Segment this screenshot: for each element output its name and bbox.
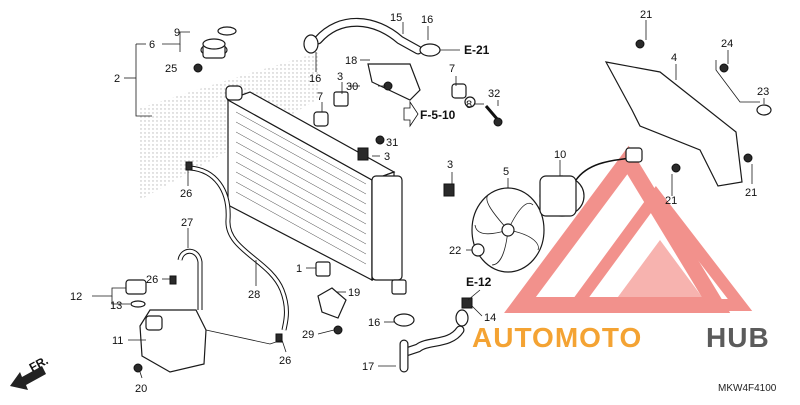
- brand-part2: HUB: [706, 322, 770, 353]
- clip-26[interactable]: [169, 275, 177, 285]
- o-ring[interactable]: [217, 26, 237, 36]
- part-label: 9: [174, 27, 180, 39]
- part-label: 5: [503, 166, 509, 178]
- part-label: 26: [180, 188, 192, 200]
- part-number-labels: 21 15 16 9 6 25 2 16 18 3 30 7 7 8 32 31…: [70, 9, 769, 395]
- siphon-hose-27[interactable]: [177, 248, 203, 310]
- part-label: 3: [447, 159, 453, 171]
- clip-26[interactable]: [275, 333, 283, 343]
- part-label: 13: [110, 300, 122, 312]
- radiator-cap[interactable]: [200, 38, 228, 59]
- part-label: 21: [640, 9, 652, 21]
- reference-e21: E-21: [464, 43, 490, 57]
- bolt-20[interactable]: [133, 363, 143, 373]
- part-label: 28: [248, 289, 260, 301]
- part-label: 11: [112, 335, 123, 347]
- rubber-mount[interactable]: [313, 111, 329, 127]
- bolt-29[interactable]: [333, 325, 343, 335]
- part-label: 23: [757, 86, 769, 98]
- bolt-32[interactable]: [484, 105, 503, 127]
- part-label: 7: [317, 91, 323, 103]
- automotohub-logo-mark: [504, 145, 753, 313]
- part-label: 14: [484, 312, 496, 324]
- part-label: 17: [362, 361, 374, 373]
- o-ring-13[interactable]: [130, 300, 146, 308]
- stay-19[interactable]: [317, 287, 347, 319]
- reference-e12: E-12: [466, 275, 492, 289]
- front-direction-arrow: [10, 366, 46, 390]
- reserve-tank[interactable]: [139, 309, 207, 373]
- part-label: 4: [671, 52, 677, 64]
- reserve-tank-cap[interactable]: [125, 279, 147, 295]
- bolt-25[interactable]: [193, 63, 203, 73]
- part-label: 31: [386, 137, 398, 149]
- leader-lines: [92, 20, 765, 379]
- hose-clamp[interactable]: [393, 313, 415, 327]
- part-label: 16: [309, 73, 321, 85]
- reference-f510: F-5-10: [420, 108, 456, 122]
- part-label: 15: [390, 12, 402, 24]
- part-label: 26: [146, 274, 158, 286]
- bracket-18[interactable]: [367, 63, 421, 101]
- overflow-hose[interactable]: [189, 165, 289, 331]
- bolt-21[interactable]: [671, 163, 681, 173]
- part-label: 22: [449, 245, 461, 257]
- section-references: E-21 F-5-10 E-12: [420, 43, 492, 289]
- rubber-1[interactable]: [315, 261, 331, 277]
- clip-3[interactable]: [357, 147, 369, 161]
- part-label: 25: [165, 63, 177, 75]
- part-label: 24: [721, 38, 733, 50]
- part-label: 32: [488, 88, 500, 100]
- clip-3[interactable]: [443, 183, 455, 197]
- part-label: 16: [368, 317, 380, 329]
- automotohub-wordmark: AUTOMOTO HUB: [472, 322, 770, 353]
- part-label: 21: [745, 187, 757, 199]
- fan-shroud[interactable]: [604, 61, 743, 187]
- nut-22[interactable]: [471, 243, 485, 257]
- cooling-fan[interactable]: [471, 187, 545, 273]
- part-label: 27: [181, 217, 193, 229]
- lower-radiator-hose[interactable]: [399, 325, 465, 373]
- hose-clamp[interactable]: [419, 43, 441, 57]
- collar[interactable]: [464, 96, 476, 108]
- reference-arrow: [403, 100, 419, 128]
- part-label: 18: [345, 55, 357, 67]
- hose-clamp[interactable]: [303, 34, 319, 54]
- part-label: 30: [346, 81, 358, 93]
- front-label: FR.: [27, 353, 51, 374]
- part-label: 29: [302, 329, 314, 341]
- bolt-21[interactable]: [743, 153, 753, 163]
- part-label: 21: [665, 195, 677, 207]
- diagram-code: MKW4F4100: [718, 383, 777, 394]
- radiator-core[interactable]: [226, 91, 407, 295]
- hose-clamp[interactable]: [455, 309, 469, 327]
- part-label: 19: [348, 287, 360, 299]
- fan-motor[interactable]: [539, 147, 643, 217]
- bolt-21[interactable]: [635, 39, 645, 49]
- part-label: 16: [421, 14, 433, 26]
- part-label: 7: [449, 63, 455, 75]
- rubber-mount[interactable]: [451, 83, 467, 99]
- part-label: 20: [135, 383, 147, 395]
- part-label: 26: [279, 355, 291, 367]
- rubber-mount[interactable]: [333, 91, 349, 107]
- part-label: 10: [554, 149, 566, 161]
- part-label: 8: [466, 99, 472, 111]
- clip-14[interactable]: [461, 297, 473, 309]
- part-label: 3: [384, 151, 390, 163]
- part-label: 6: [149, 39, 155, 51]
- bolt-24[interactable]: [719, 63, 729, 73]
- upper-radiator-hose[interactable]: [313, 17, 423, 55]
- part-label: 12: [70, 291, 82, 303]
- filler-neck[interactable]: [225, 85, 243, 101]
- brand-part1: AUTOMOTO: [472, 322, 642, 353]
- bolt-31[interactable]: [375, 135, 385, 145]
- part-label: 3: [337, 71, 343, 83]
- part-label: 1: [296, 263, 302, 275]
- clip-26[interactable]: [185, 161, 193, 171]
- clip-23[interactable]: [756, 104, 772, 116]
- part-label: 2: [114, 73, 120, 85]
